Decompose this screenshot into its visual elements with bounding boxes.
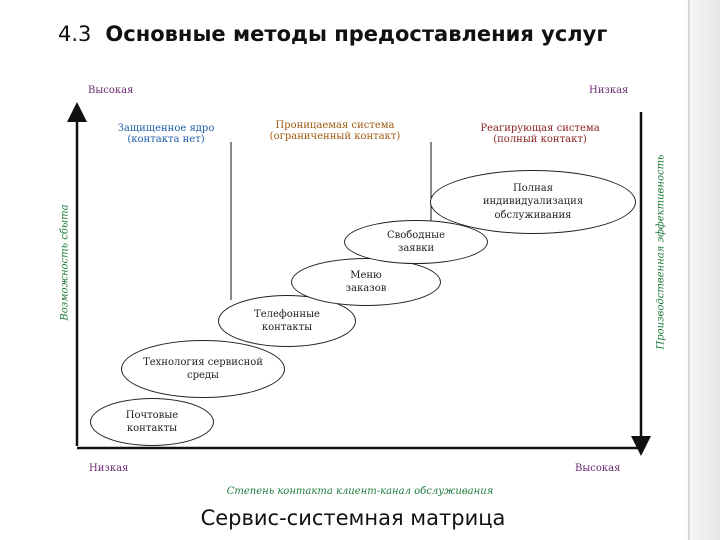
section-number: 4.3 [58,22,92,46]
zone-reactive-line1: Реагирующая система [480,123,600,134]
zone-permeable-line2: (ограниченный контакт) [269,131,401,142]
zone-reactive-label: Реагирующая система (полный контакт) [455,123,625,145]
method-ellipse-service-environment: Технология сервисной среды [121,340,285,398]
zone-core-line1: Защищенное ядро [117,123,215,134]
bottom-axis-label: Степень контакта клиент-канал обслуживан… [226,486,494,497]
method-ellipse-mail: Почтовые контакты [90,398,214,446]
method-mail-text: Почтовые контакты [125,409,179,435]
method-service-environment-text: Технология сервисной среды [143,356,263,382]
slide-title: 4.3 Основные методы предоставления услуг [58,22,607,46]
method-ellipse-full-customization: Полная индивидуализация обслуживания [430,170,636,234]
zone-reactive-line2: (полный контакт) [493,134,587,145]
method-order-menu-text: Меню заказов [345,269,387,295]
diagram-caption: Сервис-системная матрица [200,506,506,530]
zone-permeable-line1: Проницаемая система [275,120,395,131]
method-ellipse-order-menu: Меню заказов [291,258,441,306]
method-phone-text: Телефонные контакты [254,308,320,334]
right-axis-label: Производственная эффективность [655,154,667,350]
title-text: Основные методы предоставления услуг [105,22,608,46]
left-axis-label: Возможность сбыта [59,204,71,321]
corner-bottom-right: Высокая [575,463,621,474]
corner-top-left: Высокая [88,85,134,96]
zone-core-line2: (контакта нет) [127,134,205,145]
method-ellipse-free-requests: Свободные заявки [344,220,488,264]
corner-top-right: Низкая [589,85,629,96]
slide-side-decoration [682,0,720,540]
corner-bottom-left: Низкая [89,463,129,474]
zone-core-label: Защищенное ядро (контакта нет) [104,123,228,145]
method-full-customization-text: Полная индивидуализация обслуживания [482,182,584,221]
zone-permeable-label: Проницаемая система (ограниченный контак… [250,120,420,142]
method-free-requests-text: Свободные заявки [386,229,446,255]
